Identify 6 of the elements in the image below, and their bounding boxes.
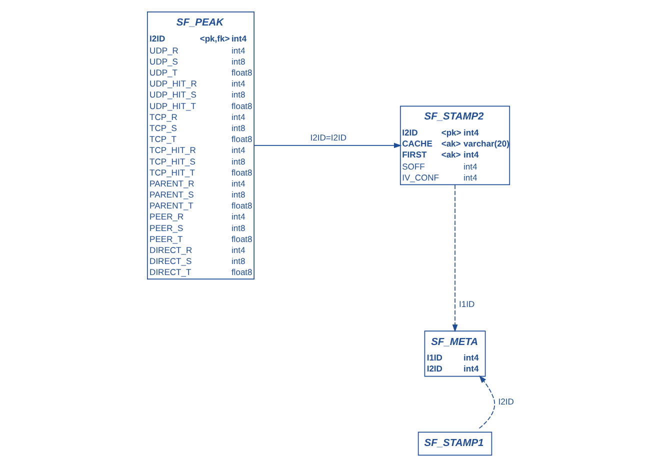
edge-label: I2ID: [498, 396, 514, 406]
edge-label: I1ID: [459, 299, 475, 310]
arrow: [478, 375, 496, 429]
arrow: [452, 184, 458, 332]
edge-label: I2ID=I2ID: [310, 132, 347, 142]
arrow: [254, 142, 402, 148]
